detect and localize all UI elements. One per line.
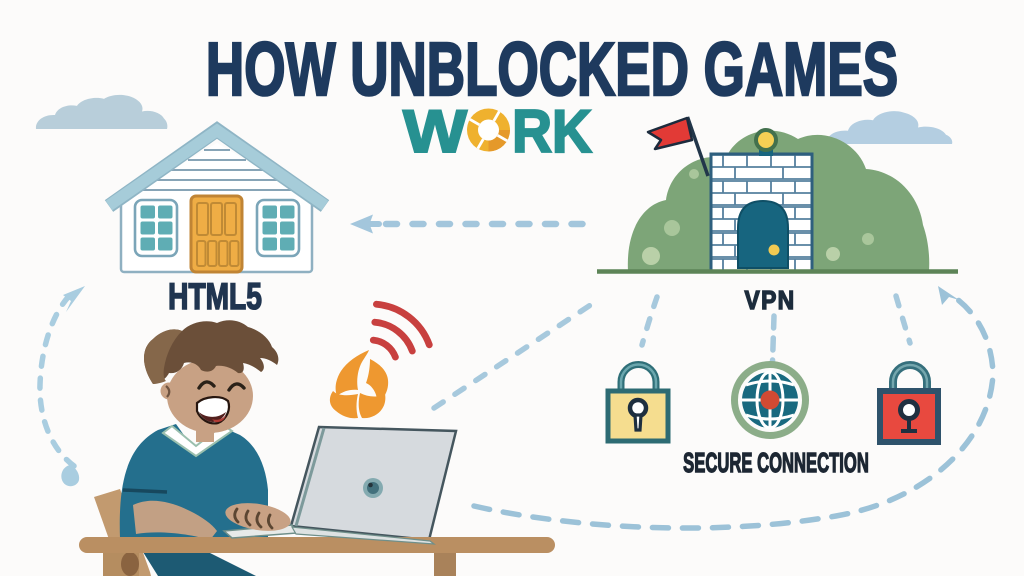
- svg-text:RK: RK: [512, 99, 592, 166]
- svg-text:VPN: VPN: [745, 287, 796, 316]
- svg-text:HTML5: HTML5: [168, 275, 262, 317]
- svg-text:W: W: [403, 98, 468, 165]
- svg-text:SECURE CONNECTION: SECURE CONNECTION: [683, 447, 869, 478]
- svg-text:HOW UNBLOCKED GAMES: HOW UNBLOCKED GAMES: [206, 27, 898, 111]
